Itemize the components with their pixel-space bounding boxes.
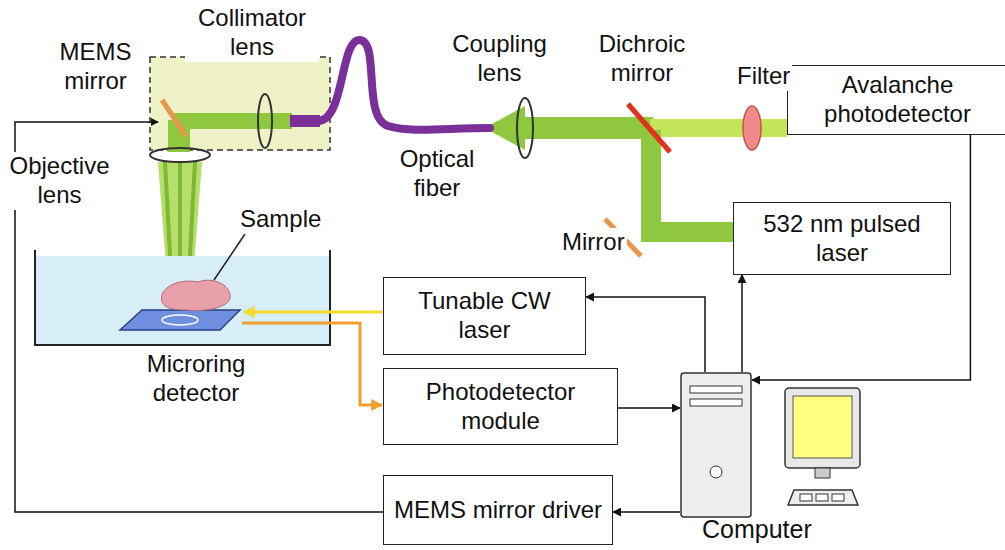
- laser-box: Tunable CW laser: [383, 277, 586, 355]
- coupling-lens: [517, 98, 533, 158]
- tower-case: [681, 373, 751, 517]
- computer-tower-icon: [680, 372, 752, 518]
- part-label: MEMS mirror: [46, 38, 145, 96]
- node-label: Tunable CW laser: [384, 287, 585, 345]
- computer-tower: Computer: [680, 372, 752, 518]
- monitor: [785, 388, 860, 468]
- laser-beam: [525, 117, 653, 139]
- leader-line: [214, 234, 245, 280]
- water-tank: [35, 250, 330, 345]
- microring-detector: [120, 310, 240, 330]
- microring: [162, 315, 198, 325]
- driver-box: MEMS mirror driver: [383, 475, 613, 545]
- part-label: Filter: [735, 62, 792, 91]
- signal-connector: [586, 297, 705, 372]
- dichroic-mirror: [628, 104, 670, 152]
- part-label: Sample: [238, 205, 323, 234]
- probe-light: [244, 311, 383, 314]
- node-caption: Computer: [702, 514, 812, 544]
- signal-connector: [618, 407, 680, 409]
- part-label: Microring detector: [118, 350, 274, 408]
- node-label: 532 nm pulsed laser: [734, 210, 950, 268]
- keyboard-key: [800, 494, 812, 501]
- part-label: Collimator lens: [185, 4, 319, 62]
- objective-lens: [150, 148, 210, 162]
- detector-box: Avalanche photodetector: [787, 65, 1005, 135]
- keyboard: [788, 490, 858, 505]
- part-label: Dichroic mirror: [575, 30, 709, 88]
- drive-slot: [690, 386, 742, 393]
- laser-beam: [490, 106, 525, 150]
- part-label: Mirror: [560, 228, 627, 257]
- keyboard-key: [816, 494, 828, 501]
- node-label: MEMS mirror driver: [388, 496, 608, 525]
- signal-connector: [741, 275, 743, 372]
- part-label: Coupling lens: [440, 30, 559, 88]
- filter: [743, 106, 761, 150]
- laser-box: 532 nm pulsed laser: [733, 202, 951, 275]
- keyboard-key: [832, 494, 844, 501]
- monitor-stand: [815, 468, 830, 478]
- drive-slot: [690, 399, 742, 406]
- water: [35, 256, 330, 345]
- collimator-lens: [258, 94, 272, 148]
- laser-beam: [641, 222, 733, 242]
- power-button: [710, 466, 722, 478]
- mems-mirror: [162, 100, 186, 136]
- signal-connector: [613, 511, 680, 513]
- node-label: Photodetector module: [384, 378, 617, 436]
- node-label: Avalanche photodetector: [788, 71, 1005, 129]
- part-label: Objective lens: [0, 152, 119, 210]
- monitor-screen: [793, 396, 852, 458]
- signal-beam: [650, 119, 787, 137]
- detector-box: Photodetector module: [383, 368, 618, 445]
- part-label: Optical fiber: [380, 145, 494, 203]
- sample: [161, 280, 230, 310]
